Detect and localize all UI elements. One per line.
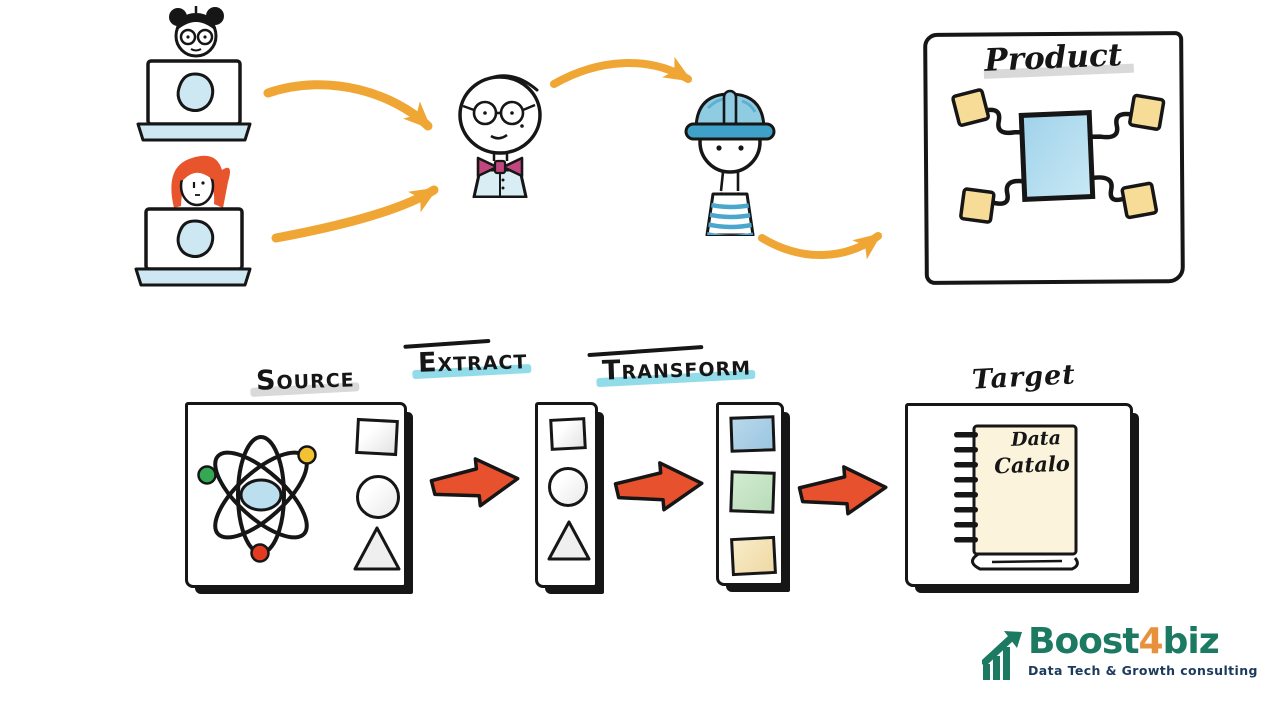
cream-square-icon xyxy=(730,535,777,577)
sticky-note xyxy=(1128,93,1166,131)
engineer-hardhat-icon xyxy=(684,89,776,236)
transform-box xyxy=(716,402,784,586)
logo-word-biz: biz xyxy=(1162,621,1220,662)
flow-arrows-layer xyxy=(263,56,883,260)
blue-square-icon xyxy=(729,415,776,453)
developer-2-laptop-icon xyxy=(134,155,252,287)
notebook-title-line2: Catalo xyxy=(993,450,1071,479)
logo-word-boost: Boost xyxy=(1028,621,1140,662)
pipeline-arrow-icon xyxy=(429,457,520,508)
developer-1-laptop-icon xyxy=(136,6,252,142)
electron-yellow xyxy=(297,445,317,465)
sticky-note xyxy=(959,187,996,224)
notebook-icon xyxy=(954,424,1079,571)
flow-arrow-dev1-to-analyst xyxy=(263,80,433,131)
flow-arrow-engineer-to-product xyxy=(758,232,883,260)
atom-icon xyxy=(197,435,317,563)
square-icon xyxy=(549,417,587,451)
product-board: Product xyxy=(923,31,1185,285)
target-box: Data Catalo xyxy=(905,403,1133,587)
analyst-bowtie-icon xyxy=(458,74,542,198)
logo-text-block: Boost4biz Data Tech & Growth consulting xyxy=(1028,622,1258,679)
logo-wordmark: Boost4biz xyxy=(1028,622,1258,662)
circle-icon xyxy=(356,475,400,519)
growth-bars-arrow-icon xyxy=(982,631,1022,680)
product-center-panel xyxy=(1018,109,1096,202)
product-diagram xyxy=(951,88,1166,224)
electron-green xyxy=(197,465,217,485)
sticky-note xyxy=(951,88,991,127)
extract-box xyxy=(535,402,598,588)
flow-arrow-analyst-to-engineer xyxy=(550,56,693,88)
pipeline-arrow-icon xyxy=(613,461,704,512)
green-square-icon xyxy=(729,470,776,514)
triangle-icon xyxy=(353,526,401,571)
sticky-note xyxy=(1120,181,1159,220)
logo-word-four: 4 xyxy=(1138,621,1164,662)
boost4biz-logo: Boost4biz Data Tech & Growth consulting xyxy=(982,622,1258,682)
circle-icon xyxy=(548,467,588,507)
logo-tagline: Data Tech & Growth consulting xyxy=(1028,663,1258,678)
source-box xyxy=(185,402,407,588)
flow-arrow-dev2-to-analyst xyxy=(271,185,439,243)
stage-label-transform: Transform xyxy=(596,350,758,387)
notebook-title-line1: Data xyxy=(1010,427,1062,451)
connector-squiggles xyxy=(983,107,1134,206)
square-icon xyxy=(355,417,399,457)
pipeline-arrow-icon xyxy=(797,465,888,516)
stage-label-extract: Extract xyxy=(411,344,533,379)
stage-label-target: Target xyxy=(971,359,1077,396)
triangle-icon xyxy=(547,520,591,561)
stage-label-source: Source xyxy=(249,362,361,397)
electron-red xyxy=(250,543,270,563)
